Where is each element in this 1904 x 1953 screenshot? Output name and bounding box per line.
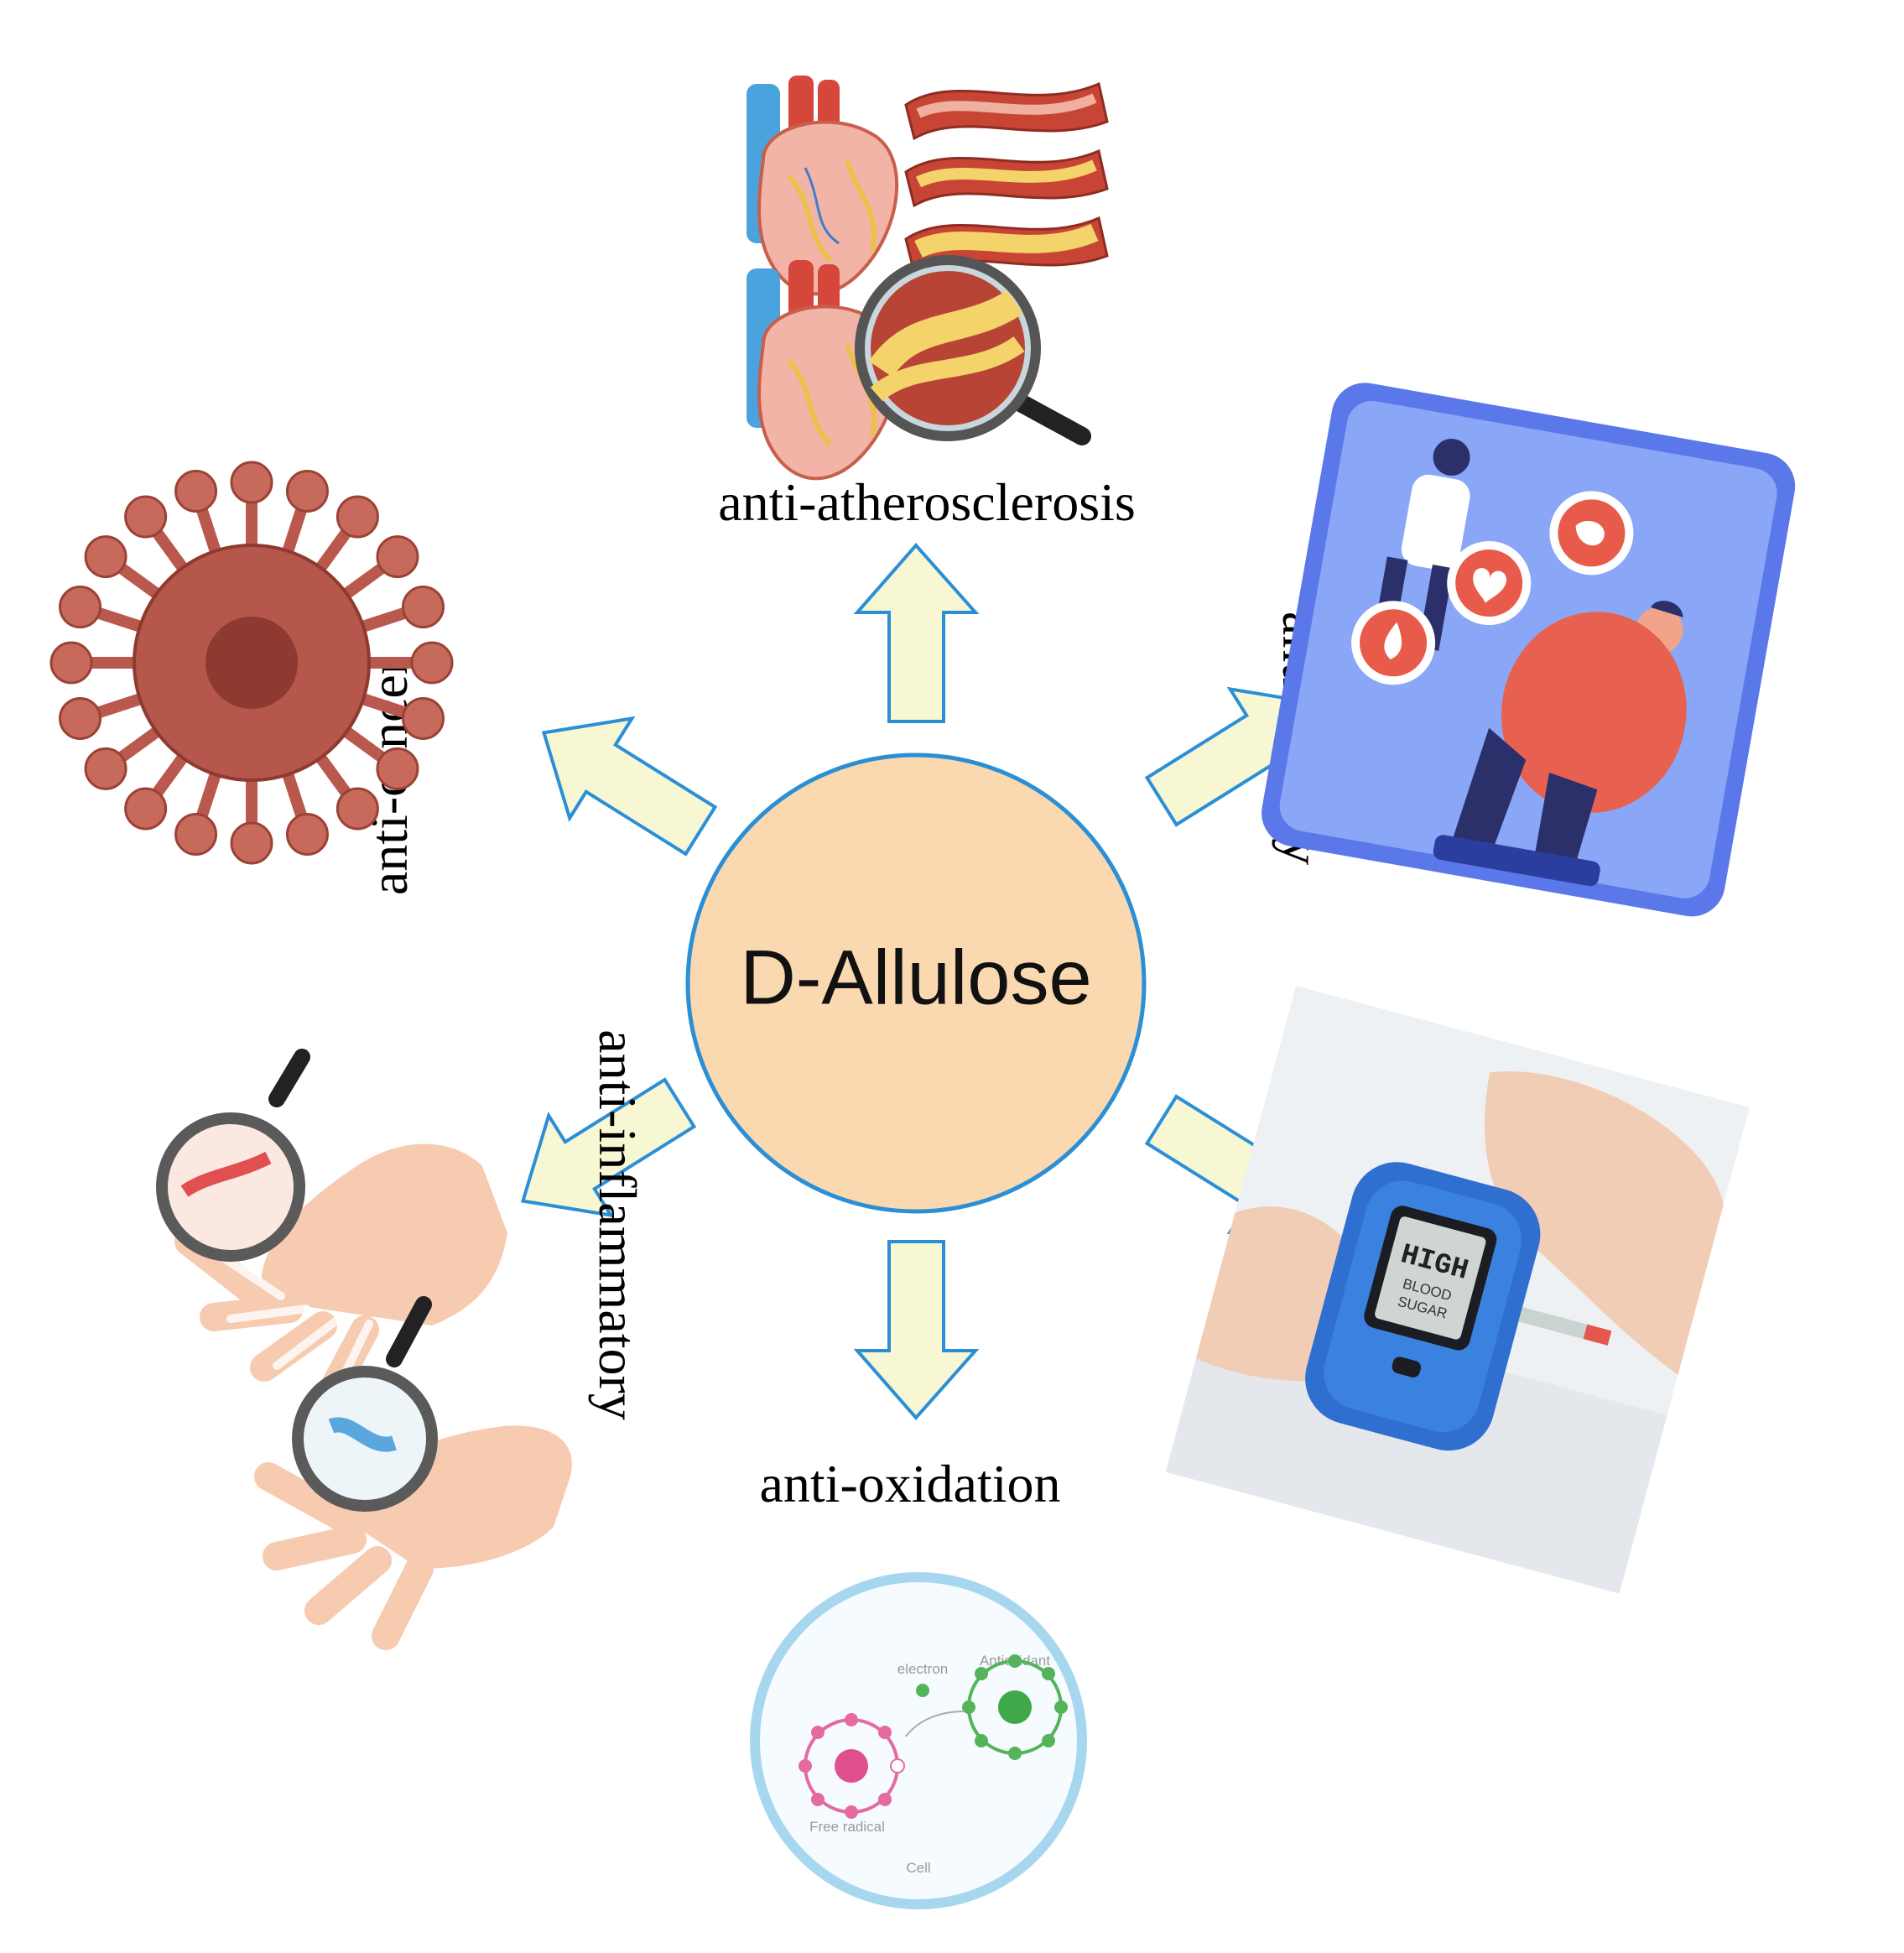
arrow-down [853, 1240, 980, 1421]
artery-icon [904, 81, 1109, 275]
magnifier-icon-1 [156, 1049, 310, 1262]
virus-spike-tip [401, 696, 445, 740]
virus-spike-tip [401, 586, 445, 629]
virus-spike-tip [174, 812, 218, 856]
virus-spike-tip [230, 461, 273, 504]
center-label: D-Allulose [740, 935, 1091, 1020]
label-anti-oxidation: anti-oxidation [759, 1454, 1060, 1513]
cell-label: Cell [906, 1860, 930, 1876]
virus-spike-tip [230, 821, 273, 865]
heart-icon [747, 76, 899, 296]
center-node: D-Allulose [685, 753, 1147, 1214]
virus-core [205, 617, 298, 709]
obesity-illustration [1262, 383, 1796, 917]
virus-spike-tip [336, 495, 379, 539]
virus-spike-tip [174, 470, 218, 513]
diabetes-illustration: HIGH BLOOD SUGAR [1165, 986, 1750, 1594]
stomach-icon [1549, 491, 1634, 575]
free-radical-atom-icon: Free radical [799, 1713, 905, 1835]
blood-drop-icon [1351, 601, 1436, 685]
arrow-down-left [520, 1077, 697, 1218]
virus-spike-tip [84, 747, 127, 790]
cancer-illustration [49, 461, 454, 865]
heart-rate-icon [1447, 541, 1532, 626]
virus-spike-tip [59, 696, 102, 740]
arrows [520, 542, 1321, 1421]
glucose-meter-icon: HIGH BLOOD SUGAR [1305, 1162, 1612, 1451]
label-anti-inflammatory: anti-inflammatory [588, 1029, 648, 1420]
virus-spike-tip [376, 747, 419, 790]
virus-spike-tip [376, 535, 419, 579]
virus-spike-tip [124, 495, 168, 539]
virus-spike-tip [410, 641, 454, 685]
virus-spike-tip [285, 812, 329, 856]
magnifier-icon [855, 255, 1091, 445]
virus-spike-tip [59, 586, 102, 629]
inflammatory-illustration [156, 1049, 572, 1650]
arrow-up [853, 542, 980, 723]
magnifier-icon-2 [292, 1296, 438, 1512]
atherosclerosis-illustration [747, 76, 1109, 481]
scale-icon [1433, 835, 1600, 887]
electron-icon: electron [897, 1661, 965, 1737]
free-radical-label: Free radical [809, 1819, 885, 1835]
virus-spike-tip [49, 641, 93, 685]
cell-icon: Cell [750, 1572, 1087, 1909]
virus-icon [49, 461, 454, 865]
virus-spike-tip [336, 787, 379, 831]
label-anti-atherosclerosis: anti-atherosclerosis [718, 472, 1136, 532]
oxidation-illustration: Cell Antioxidant electron Free radical [750, 1572, 1087, 1909]
arrow-up-left [541, 716, 718, 857]
antioxidant-atom-icon: Antioxidant [962, 1653, 1068, 1760]
virus-spike-tip [285, 470, 329, 513]
hand-skeleton-icon [174, 1143, 507, 1407]
electron-label: electron [897, 1661, 948, 1677]
virus-spike-tip [84, 535, 127, 579]
virus-spike-tip [124, 787, 168, 831]
person-icon [1452, 601, 1687, 863]
center-circle [685, 753, 1147, 1214]
